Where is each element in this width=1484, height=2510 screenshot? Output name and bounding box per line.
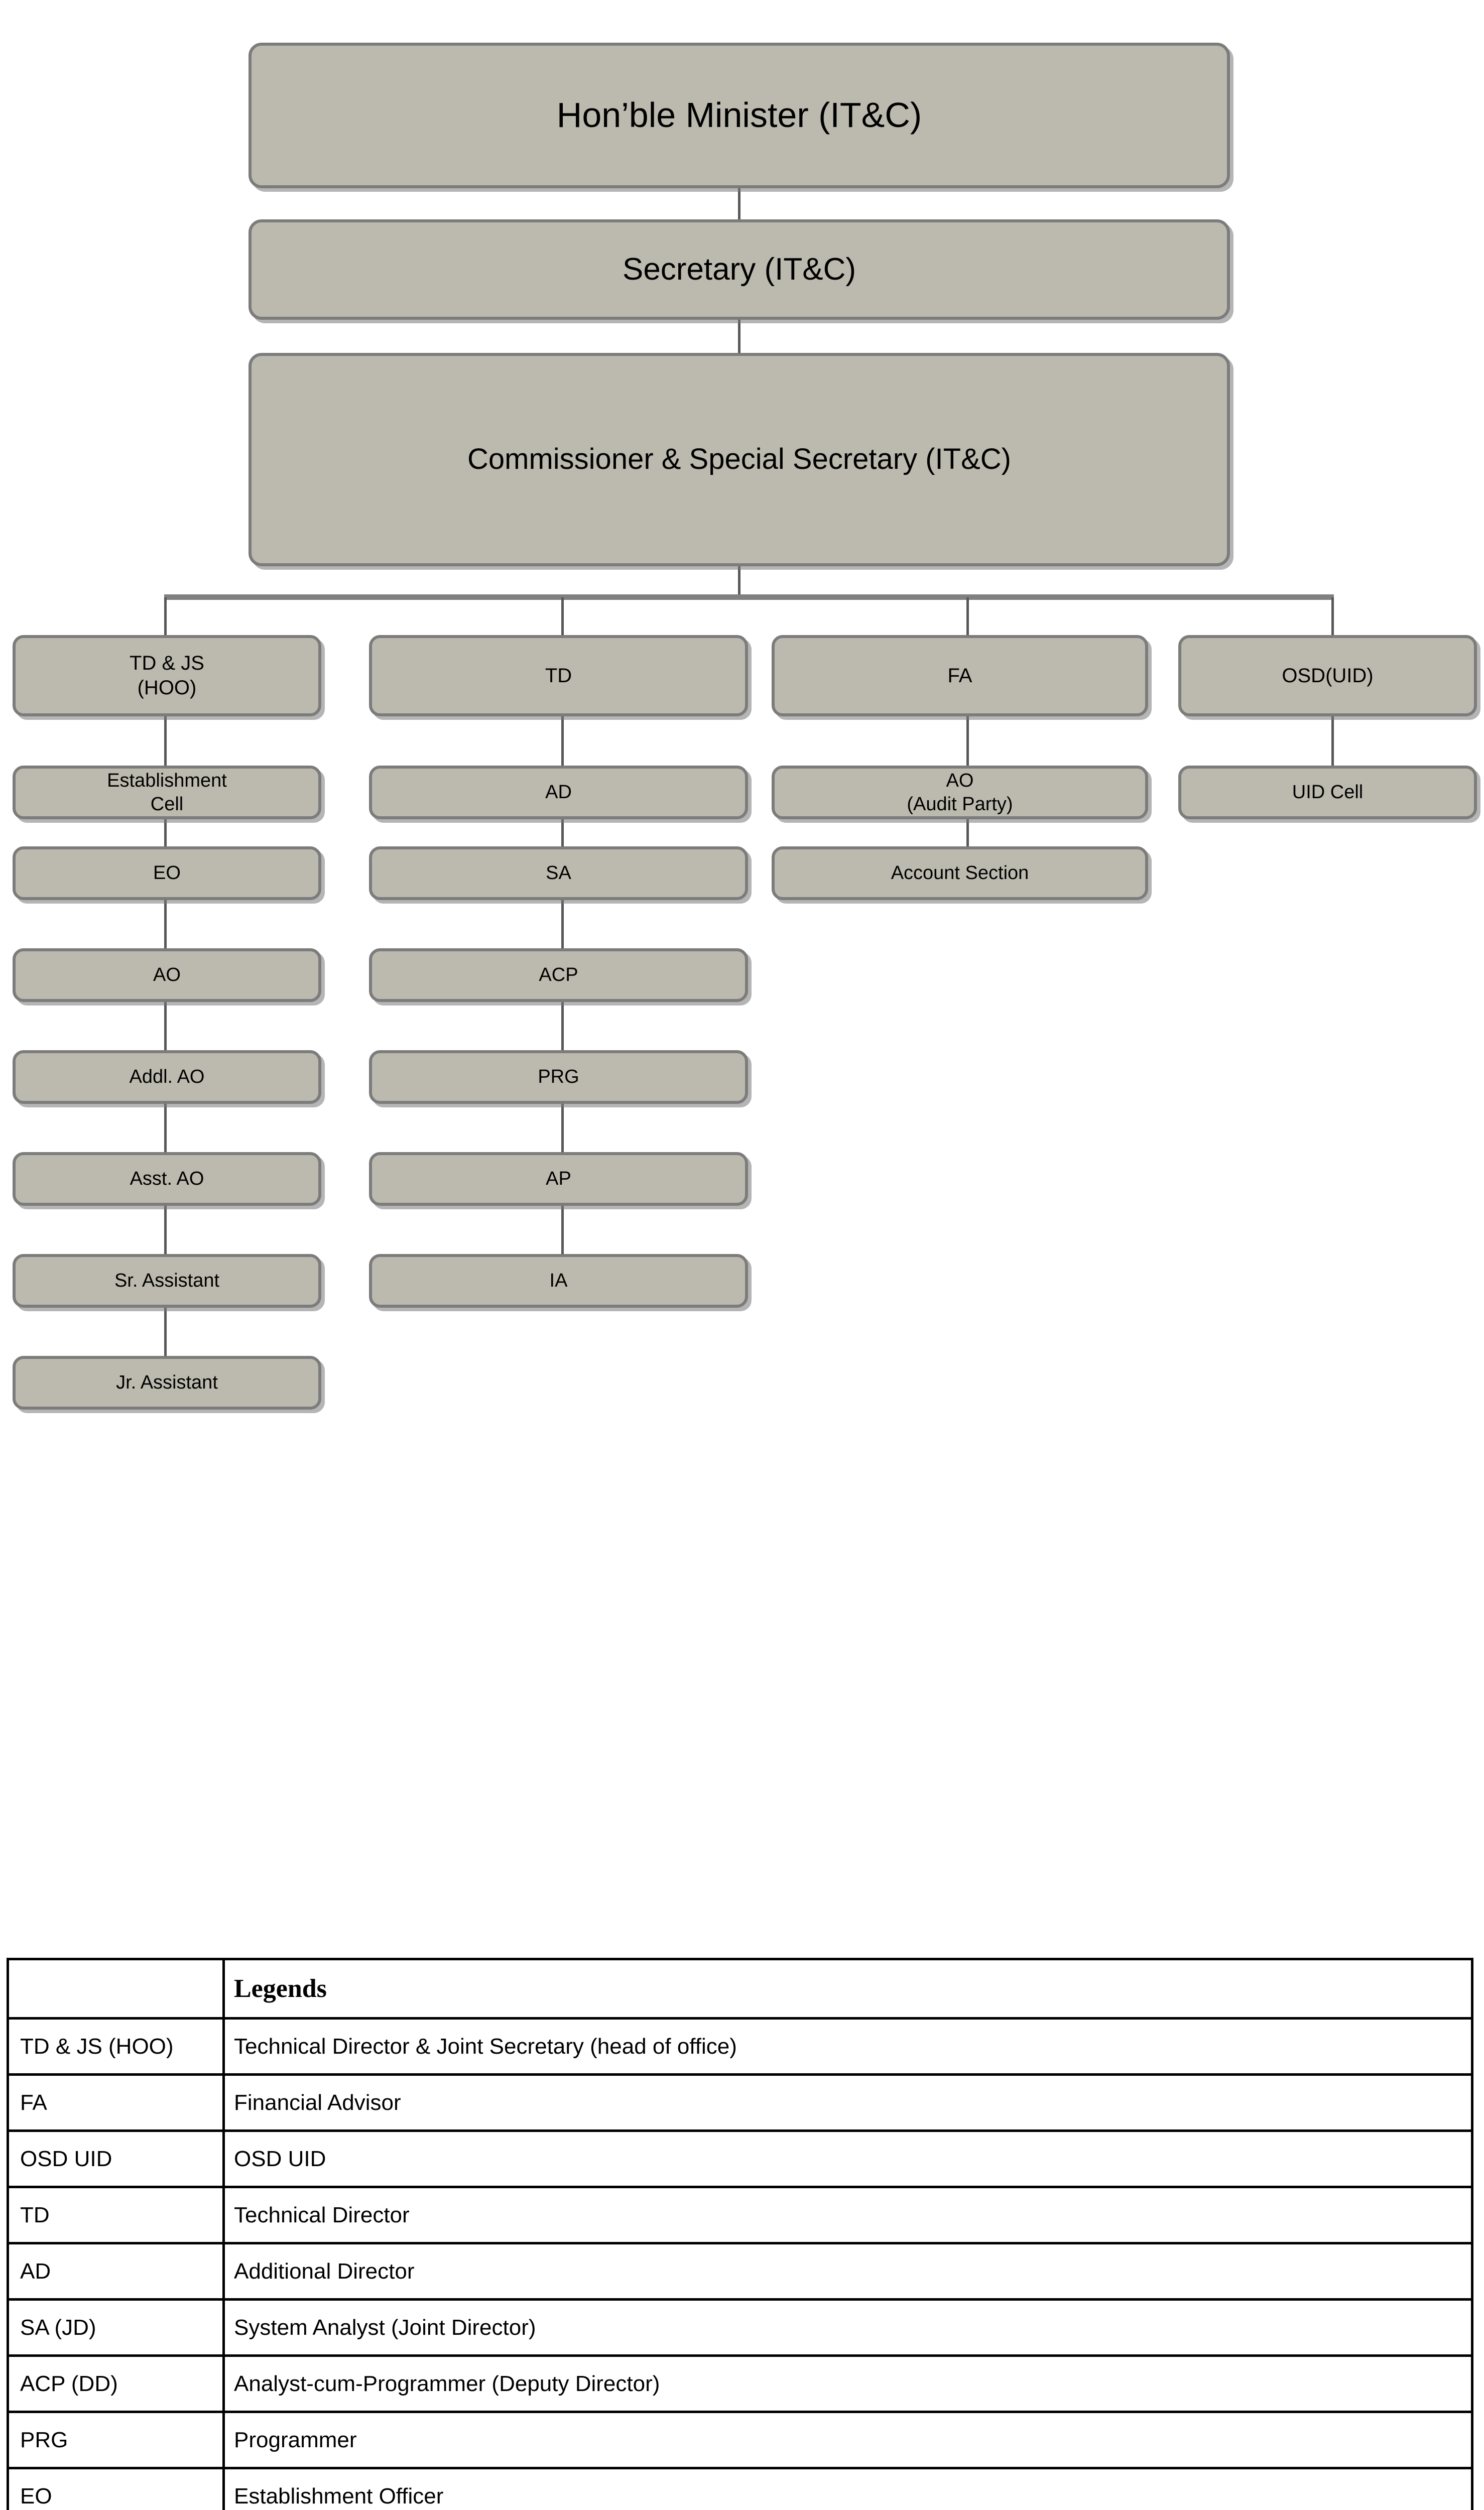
legends-header-blank bbox=[7, 1958, 225, 2020]
connector-b1-4-to-5 bbox=[164, 1104, 167, 1153]
table-row: PRG Programmer bbox=[7, 2411, 1473, 2469]
node-prg[interactable]: PRG bbox=[369, 1050, 748, 1104]
node-ao-audit-party[interactable]: AO (Audit Party) bbox=[772, 766, 1148, 819]
legend-meaning: Additional Director bbox=[222, 2242, 1473, 2301]
connector-b2-head-to-1 bbox=[561, 716, 564, 767]
legend-meaning: Programmer bbox=[222, 2411, 1473, 2469]
legend-meaning: Analyst-cum-Programmer (Deputy Director) bbox=[222, 2354, 1473, 2413]
connector-b4-head-to-1 bbox=[1331, 716, 1334, 767]
node-honble-minister[interactable]: Hon’ble Minister (IT&C) bbox=[249, 43, 1230, 188]
table-row: OSD UID OSD UID bbox=[7, 2129, 1473, 2188]
node-uid-cell[interactable]: UID Cell bbox=[1178, 766, 1477, 819]
table-row: FA Financial Advisor bbox=[7, 2073, 1473, 2132]
legend-abbr: FA bbox=[7, 2073, 225, 2132]
connector-b1-3-to-4 bbox=[164, 1002, 167, 1051]
connector-minister-to-secretary bbox=[738, 188, 740, 219]
legend-abbr: OSD UID bbox=[7, 2129, 225, 2188]
legend-abbr: ACP (DD) bbox=[7, 2354, 225, 2413]
node-branch-fa[interactable]: FA bbox=[772, 635, 1148, 716]
connector-secretary-to-commissioner bbox=[738, 320, 740, 353]
legend-meaning: Technical Director & Joint Secretary (he… bbox=[222, 2017, 1473, 2076]
connector-b2-2-to-3 bbox=[561, 900, 564, 949]
legend-abbr: EO bbox=[7, 2467, 225, 2510]
node-eo[interactable]: EO bbox=[13, 846, 321, 900]
connector-b1-5-to-6 bbox=[164, 1206, 167, 1255]
connector-b3-1-to-2 bbox=[966, 819, 969, 847]
node-ia[interactable]: IA bbox=[369, 1254, 748, 1308]
node-sa[interactable]: SA bbox=[369, 846, 748, 900]
connector-b1-6-to-7 bbox=[164, 1308, 167, 1357]
table-row: EO Establishment Officer bbox=[7, 2467, 1473, 2510]
table-row: AD Additional Director bbox=[7, 2242, 1473, 2301]
node-branch-td[interactable]: TD bbox=[369, 635, 748, 716]
legend-abbr: SA (JD) bbox=[7, 2298, 225, 2357]
table-row: TD Technical Director bbox=[7, 2186, 1473, 2244]
connector-b1-head-to-1 bbox=[164, 716, 167, 767]
node-jr-assistant[interactable]: Jr. Assistant bbox=[13, 1356, 321, 1410]
legend-meaning: System Analyst (Joint Director) bbox=[222, 2298, 1473, 2357]
node-ad[interactable]: AD bbox=[369, 766, 748, 819]
node-establishment-cell[interactable]: Establishment Cell bbox=[13, 766, 321, 819]
legends-body: TD & JS (HOO) Technical Director & Joint… bbox=[7, 2017, 1473, 2510]
node-ap[interactable]: AP bbox=[369, 1152, 748, 1206]
connector-b2-1-to-2 bbox=[561, 819, 564, 847]
connector-b1-2-to-3 bbox=[164, 900, 167, 949]
node-branch-td-js-hoo[interactable]: TD & JS (HOO) bbox=[13, 635, 321, 716]
legends-header-row: Legends bbox=[7, 1958, 1473, 2020]
node-sr-assistant[interactable]: Sr. Assistant bbox=[13, 1254, 321, 1308]
connector-b2-4-to-5 bbox=[561, 1104, 564, 1153]
legend-meaning: Technical Director bbox=[222, 2186, 1473, 2244]
table-row: SA (JD) System Analyst (Joint Director) bbox=[7, 2298, 1473, 2357]
legend-abbr: TD bbox=[7, 2186, 225, 2244]
legend-abbr: PRG bbox=[7, 2411, 225, 2469]
node-account-section[interactable]: Account Section bbox=[772, 846, 1148, 900]
legend-abbr: TD & JS (HOO) bbox=[7, 2017, 225, 2076]
connector-drop-branch-2 bbox=[561, 597, 564, 638]
node-asst-ao[interactable]: Asst. AO bbox=[13, 1152, 321, 1206]
node-secretary[interactable]: Secretary (IT&C) bbox=[249, 219, 1230, 320]
node-ao-establishment[interactable]: AO bbox=[13, 948, 321, 1002]
connector-branch-bar bbox=[164, 594, 1334, 600]
legend-abbr: AD bbox=[7, 2242, 225, 2301]
connector-drop-branch-4 bbox=[1331, 597, 1334, 638]
node-branch-osd-uid[interactable]: OSD(UID) bbox=[1178, 635, 1477, 716]
legends-table: Legends TD & JS (HOO) Technical Director… bbox=[7, 1958, 1473, 2510]
table-row: ACP (DD) Analyst-cum-Programmer (Deputy … bbox=[7, 2354, 1473, 2413]
legend-meaning: OSD UID bbox=[222, 2129, 1473, 2188]
node-addl-ao[interactable]: Addl. AO bbox=[13, 1050, 321, 1104]
node-acp[interactable]: ACP bbox=[369, 948, 748, 1002]
connector-drop-branch-3 bbox=[966, 597, 969, 638]
legend-meaning: Financial Advisor bbox=[222, 2073, 1473, 2132]
connector-b2-3-to-4 bbox=[561, 1002, 564, 1051]
connector-b3-head-to-1 bbox=[966, 716, 969, 767]
connector-b1-1-to-2 bbox=[164, 819, 167, 847]
connector-commissioner-stem bbox=[738, 566, 740, 596]
connector-b2-5-to-6 bbox=[561, 1206, 564, 1255]
connector-drop-branch-1 bbox=[164, 597, 167, 638]
table-row: TD & JS (HOO) Technical Director & Joint… bbox=[7, 2017, 1473, 2076]
node-commissioner[interactable]: Commissioner & Special Secretary (IT&C) bbox=[249, 353, 1230, 566]
legends-header-title: Legends bbox=[222, 1958, 1473, 2020]
legend-meaning: Establishment Officer bbox=[222, 2467, 1473, 2510]
